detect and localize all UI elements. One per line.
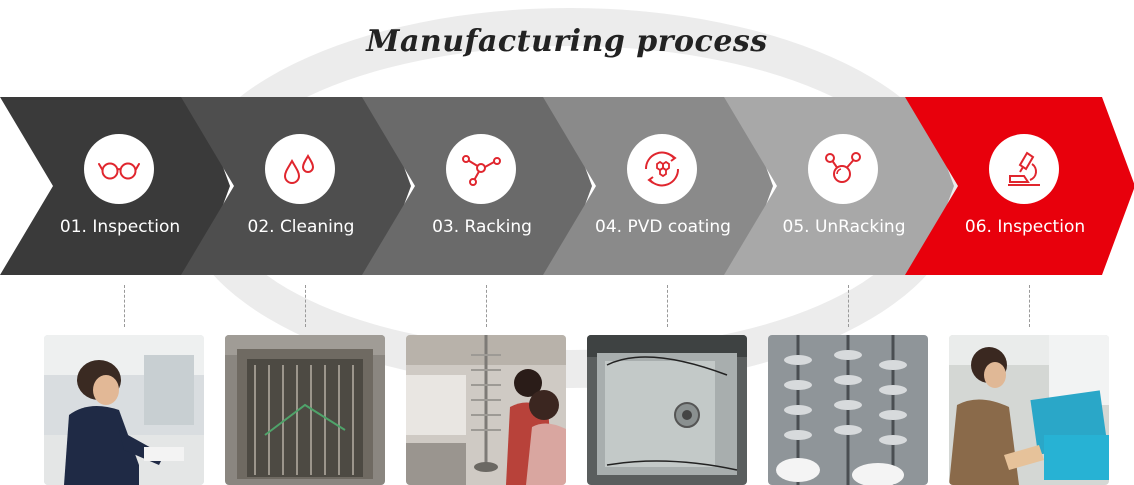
water-drops-icon (283, 154, 315, 184)
step-icon-circle (808, 134, 878, 204)
step-icon-circle (627, 134, 697, 204)
step-6: 06. Inspection (905, 97, 1134, 275)
molecule-nodes-icon (462, 155, 501, 186)
process-steps: 01. Inspection 02. Cleaning 03. Racking (0, 97, 1134, 275)
step-1: 01. Inspection (0, 97, 230, 275)
unracked-frames-photo (768, 335, 928, 485)
step-icon-circle (446, 134, 516, 204)
page-title: Manufacturing process (366, 24, 768, 59)
step-3: 03. Racking (362, 97, 592, 275)
pvd-chamber-photo (587, 335, 747, 485)
molecule-bubbles-icon (825, 152, 861, 183)
connector-line (848, 285, 849, 327)
step-label: 06. Inspection (964, 217, 1086, 237)
glasses-icon (98, 162, 140, 180)
hexagon-coating-icon (644, 151, 680, 187)
connector-line (305, 285, 306, 327)
connector-line (1029, 285, 1030, 327)
step-label: 03. Racking (432, 217, 532, 237)
step-icon-circle (84, 134, 154, 204)
step-label: 04. PVD coating (595, 217, 731, 237)
microscope-icon (1008, 151, 1040, 186)
connector-line (124, 285, 125, 327)
cleaning-tank-photo (225, 335, 385, 485)
connector-line (667, 285, 668, 327)
connector-line (486, 285, 487, 327)
step-label: 05. UnRacking (782, 217, 906, 237)
worker-inspecting-photo (44, 335, 204, 485)
step-label: 01. Inspection (59, 217, 181, 237)
step-icon-circle (265, 134, 335, 204)
step-label: 02. Cleaning (247, 217, 355, 237)
racking-workers-photo (406, 335, 566, 485)
final-inspection-photo (949, 335, 1109, 485)
step-icon-circle (989, 134, 1059, 204)
